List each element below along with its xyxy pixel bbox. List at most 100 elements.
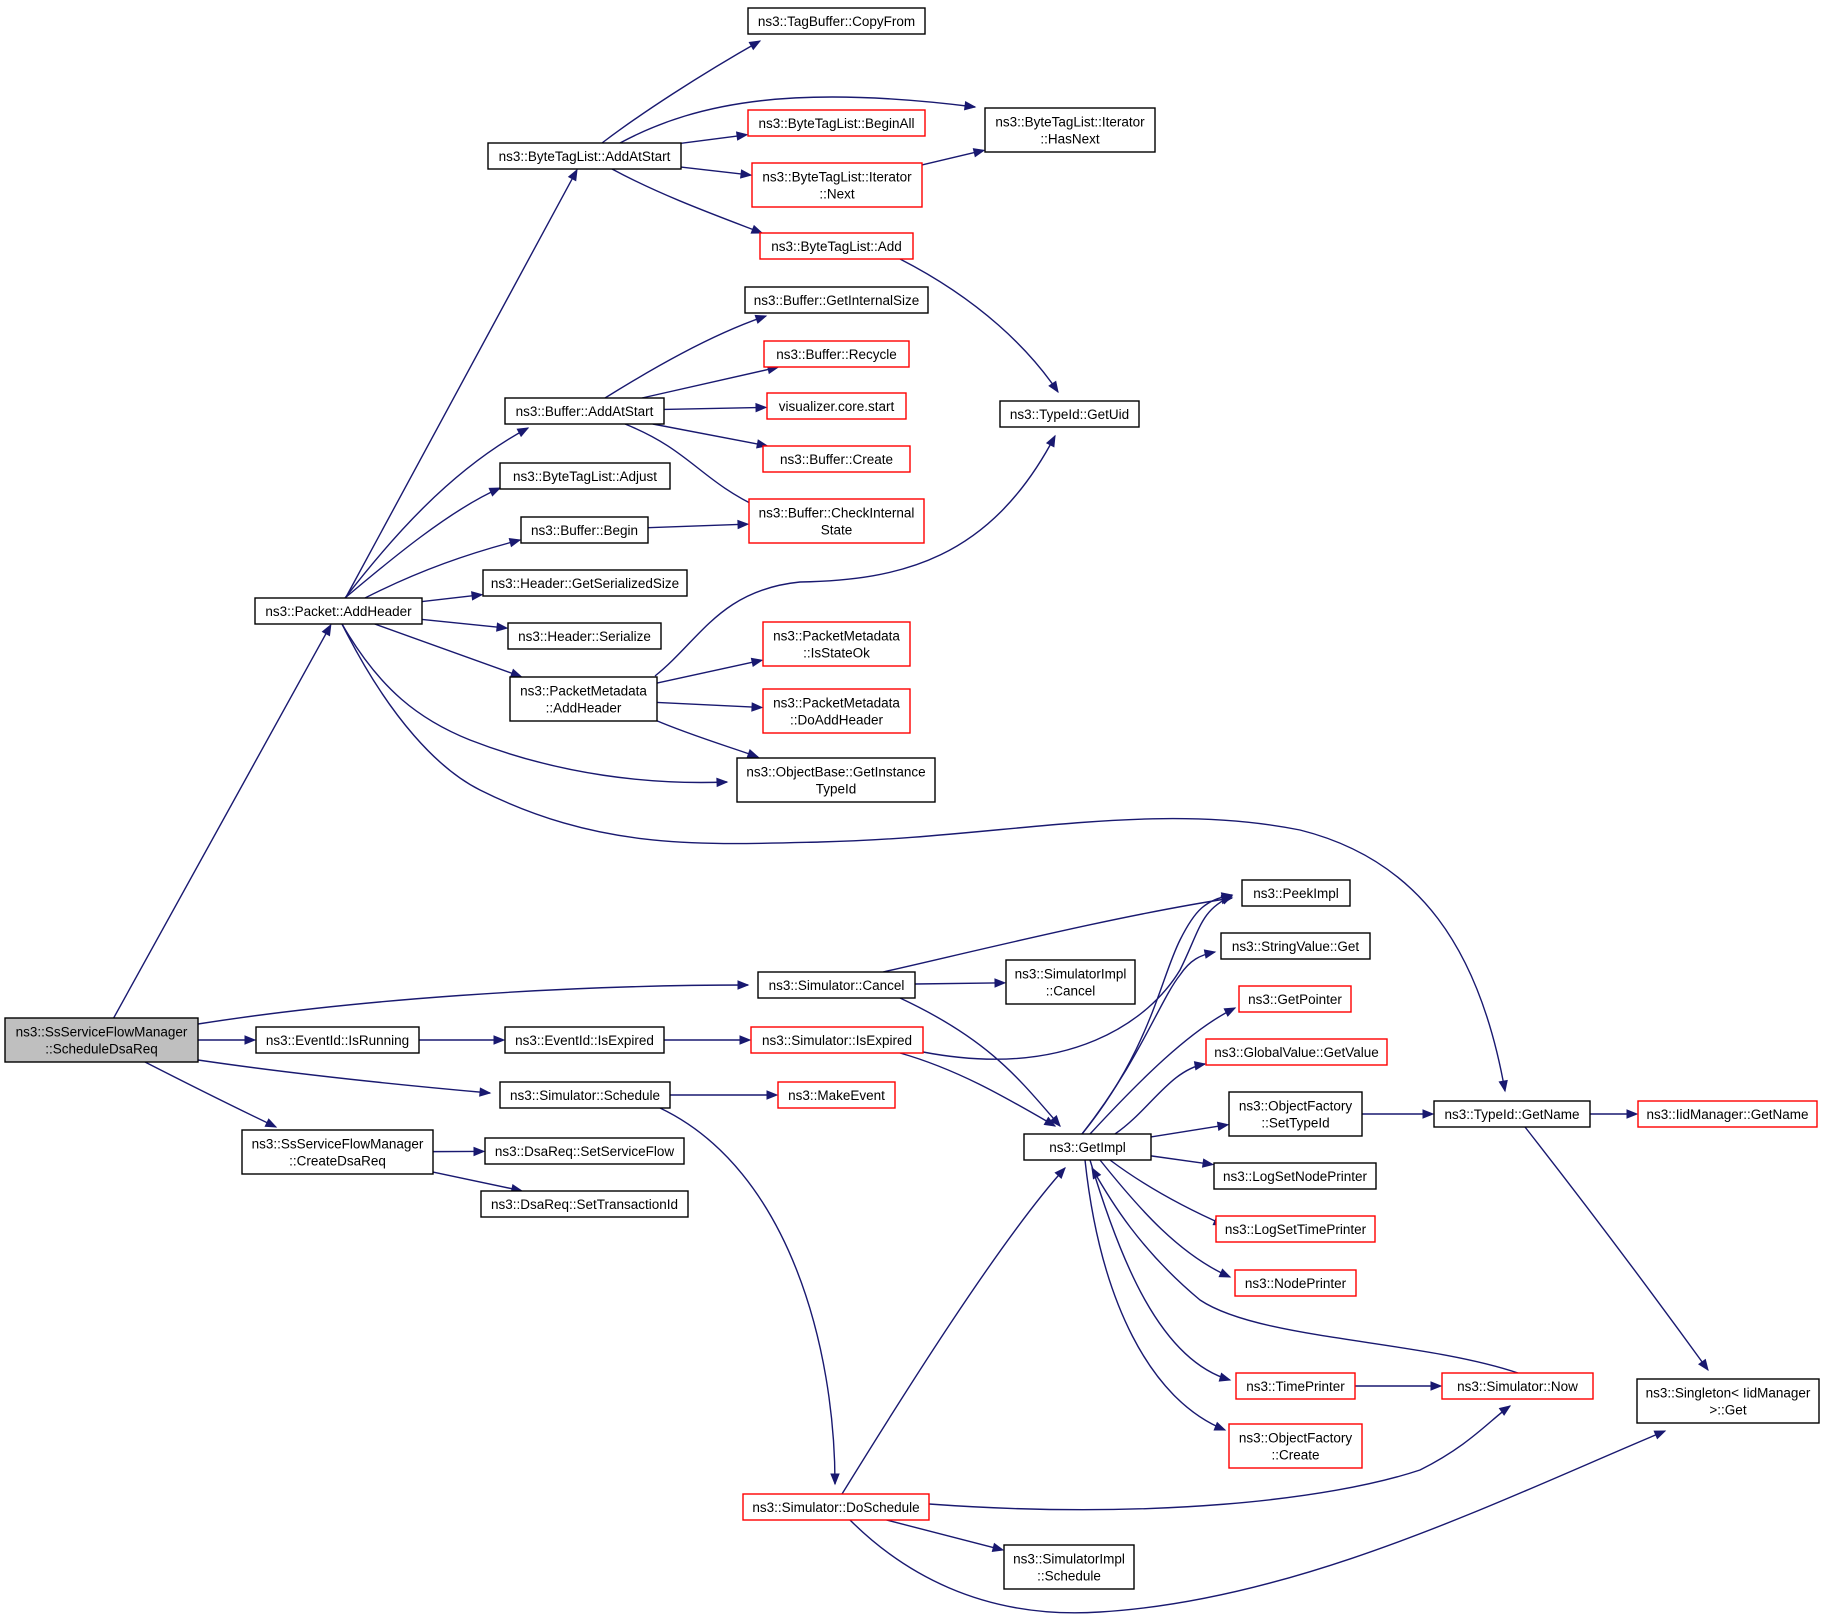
node-label-line: ns3::LogSetTimePrinter [1225,1222,1367,1237]
node-label-line: ::Create [1271,1448,1319,1463]
node-btl-iter-hasnext[interactable]: ns3::ByteTagList::Iterator::HasNext [984,107,1156,153]
call-edge-getimpl-to-of_settypeid [1150,1121,1230,1138]
node-ssfm-createdsareq[interactable]: ns3::SsServiceFlowManager::CreateDsaReq [241,1129,434,1175]
node-dsareq-setserviceflow[interactable]: ns3::DsaReq::SetServiceFlow [484,1137,685,1165]
node-iidmanager-getname[interactable]: ns3::IidManager::GetName [1637,1100,1818,1128]
node-stringvalue-get[interactable]: ns3::StringValue::Get [1220,932,1371,960]
edge-line [1089,1159,1231,1381]
node-eventid-isrunning[interactable]: ns3::EventId::IsRunning [255,1026,420,1054]
call-edge-buffer_addatstart-to-buffer_getinternalsize [604,314,768,399]
edge-arrowhead [716,777,729,788]
node-addheader[interactable]: ns3::Packet::AddHeader [254,597,423,625]
edge-line [619,96,976,144]
call-edge-ssfm_createdsareq-to-dsareq_settransactionid [432,1171,524,1194]
node-sim-isexpired[interactable]: ns3::Simulator::IsExpired [750,1026,924,1054]
node-buffer-create[interactable]: ns3::Buffer::Create [762,445,911,473]
call-edge-root-to-sim_schedule [197,1059,492,1097]
call-edge-pm_addheader-to-pm_doaddheader [656,701,764,712]
edge-line [1089,1007,1236,1135]
node-root[interactable]: ns3::SsServiceFlowManager::ScheduleDsaRe… [4,1017,199,1063]
node-dsareq-settransactionid[interactable]: ns3::DsaReq::SetTransactionId [480,1190,689,1218]
call-edge-addheader-to-pm_addheader [374,623,523,678]
node-box [1238,985,1352,1013]
edge-line [421,618,499,628]
node-peekimpl[interactable]: ns3::PeekImpl [1241,879,1351,907]
call-edge-sim_doschedule-to-simimpl_schedule [886,1519,1005,1552]
call-edge-btl_addatstart-to-btl_beginall [680,131,749,145]
node-btl-addatstart[interactable]: ns3::ByteTagList::AddAtStart [487,142,682,170]
node-sim-doschedule[interactable]: ns3::Simulator::DoSchedule [742,1493,930,1521]
node-label-line: ns3::Buffer::CheckInternal [759,506,915,521]
edge-arrowhead [1043,1116,1057,1127]
node-label-line: ns3::TypeId::GetName [1444,1107,1579,1122]
call-edge-btl_addatstart-to-tagbuffer_copyfrom [601,40,762,144]
node-typeid-getname[interactable]: ns3::TypeId::GetName [1433,1100,1591,1128]
edge-arrowhead [479,1087,492,1097]
node-label-line: ns3::ByteTagList::BeginAll [758,116,914,131]
node-pm-isstateok[interactable]: ns3::PacketMetadata::IsStateOk [762,621,911,667]
node-btl-iter-next[interactable]: ns3::ByteTagList::Iterator::Next [751,162,923,208]
node-box [504,1026,665,1054]
node-buffer-getinternalsize[interactable]: ns3::Buffer::GetInternalSize [744,286,929,314]
call-edge-root-to-eventid_isrunning [198,1035,257,1045]
node-pm-doaddheader[interactable]: ns3::PacketMetadata::DoAddHeader [762,688,911,734]
node-singleton-get[interactable]: ns3::Singleton< IidManager>::Get [1636,1378,1820,1424]
call-edge-sim_now-to-getimpl [1091,1166,1519,1374]
node-of-create[interactable]: ns3::ObjectFactory::Create [1228,1423,1363,1469]
node-nodeprinter[interactable]: ns3::NodePrinter [1234,1269,1357,1297]
node-tagbuffer-copyfrom[interactable]: ns3::TagBuffer::CopyFrom [747,7,926,35]
node-sim-schedule[interactable]: ns3::Simulator::Schedule [499,1081,671,1109]
node-logsetnodeprinter[interactable]: ns3::LogSetNodePrinter [1213,1162,1377,1190]
edge-arrowhead [471,591,484,601]
node-box [1215,1215,1376,1243]
edge-line [680,166,743,175]
node-label-line: ns3::Buffer::Begin [531,523,638,538]
node-btl-add[interactable]: ns3::ByteTagList::Add [759,232,914,260]
node-header-getserializedsize[interactable]: ns3::Header::GetSerializedSize [482,569,688,597]
node-box [1228,1423,1363,1469]
node-btl-adjust[interactable]: ns3::ByteTagList::Adjust [499,462,671,490]
node-pm-addheader[interactable]: ns3::PacketMetadata::AddHeader [509,676,658,722]
node-globalvalue-getvalue[interactable]: ns3::GlobalValue::GetValue [1205,1038,1388,1066]
node-typeid-getuid[interactable]: ns3::TypeId::GetUid [999,400,1140,428]
node-logsettimeprinter[interactable]: ns3::LogSetTimePrinter [1215,1215,1376,1243]
edge-arrowhead [746,749,760,758]
call-edge-addheader-to-objectbase_getinstancetypeid [341,623,729,788]
edge-line [899,258,1059,393]
call-edge-sim_schedule-to-makeevent [670,1090,779,1100]
edge-arrowhead [1218,1268,1232,1278]
node-header-serialize[interactable]: ns3::Header::Serialize [507,622,662,650]
node-buffer-begin[interactable]: ns3::Buffer::Begin [520,516,649,544]
edge-arrowhead [1203,949,1217,959]
call-edge-sim_doschedule-to-sim_now [928,1405,1512,1511]
node-box [520,516,649,544]
edge-line [882,897,1233,973]
node-buffer-recycle[interactable]: ns3::Buffer::Recycle [763,340,910,368]
edge-arrowhead [739,1035,752,1045]
edge-line [1109,1159,1225,1226]
call-edge-root-to-sim_cancel [197,980,750,1025]
node-label-line: >::Get [1709,1403,1746,1418]
node-getpointer[interactable]: ns3::GetPointer [1238,985,1352,1013]
node-box [241,1129,434,1175]
node-getimpl[interactable]: ns3::GetImpl [1023,1133,1152,1161]
node-simimpl-schedule[interactable]: ns3::SimulatorImpl::Schedule [1003,1544,1135,1590]
node-buffer-addatstart[interactable]: ns3::Buffer::AddAtStart [504,397,665,425]
node-visualizer-start[interactable]: visualizer.core.start [766,392,907,420]
node-timeprinter[interactable]: ns3::TimePrinter [1235,1372,1356,1400]
edge-line [1091,1167,1519,1374]
node-of-settypeid[interactable]: ns3::ObjectFactory::SetTypeId [1228,1091,1363,1137]
node-btl-beginall[interactable]: ns3::ByteTagList::BeginAll [747,109,926,137]
node-box [1234,1269,1357,1297]
node-label-line: ns3::StringValue::Get [1232,939,1360,954]
node-simimpl-cancel[interactable]: ns3::SimulatorImpl::Cancel [1005,959,1136,1005]
node-box [736,757,936,803]
edge-arrowhead [991,1542,1005,1552]
node-sim-cancel[interactable]: ns3::Simulator::Cancel [757,971,916,999]
call-edge-sim_cancel-to-getimpl [899,997,1061,1128]
node-makeevent[interactable]: ns3::MakeEvent [777,1081,896,1109]
node-sim-now[interactable]: ns3::Simulator::Now [1441,1372,1594,1400]
node-eventid-isexpired[interactable]: ns3::EventId::IsExpired [504,1026,665,1054]
